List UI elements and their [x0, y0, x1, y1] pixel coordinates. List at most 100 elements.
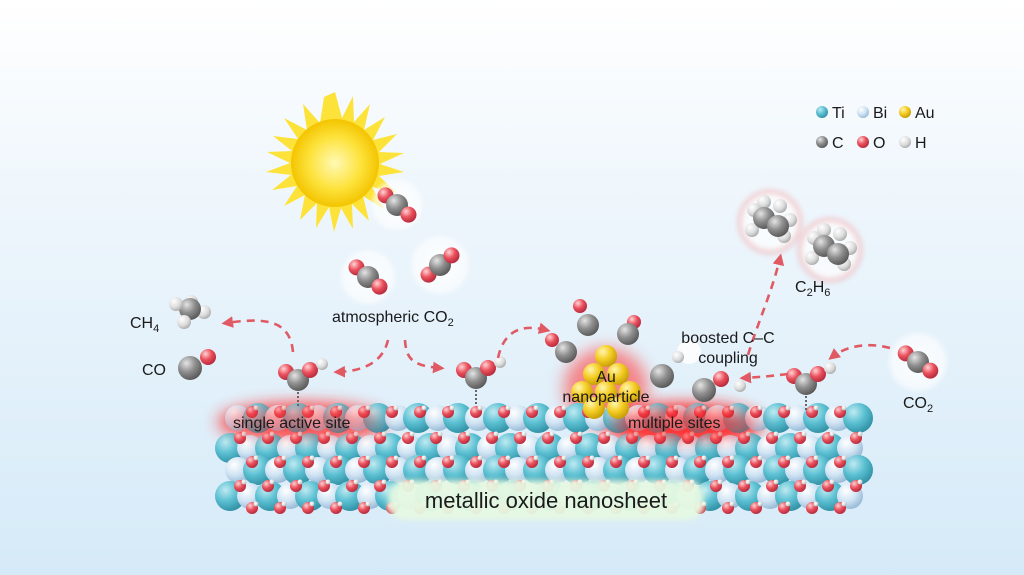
- legend-o-swatch: [857, 136, 869, 148]
- slab-highlight: [365, 405, 371, 411]
- slab-ti-atom: [335, 433, 365, 463]
- co-molecule: [178, 349, 216, 380]
- slab-ti-atom: [615, 433, 645, 463]
- co2-on-au-c: [577, 314, 599, 336]
- slab-highlight: [549, 431, 555, 437]
- arrow-to-au: [496, 322, 551, 359]
- co-c: [178, 356, 202, 380]
- slab-ti-atom: [363, 455, 393, 485]
- boosted-cc-label: boosted C–C: [681, 330, 774, 347]
- arrow-co2-to-single-site: [333, 339, 390, 378]
- au-atom: [595, 381, 617, 403]
- au-label: Au: [596, 369, 616, 386]
- co2-on-au-o1: [573, 299, 587, 313]
- slab-highlight: [353, 431, 359, 437]
- c2h6-molecule-2-h: [805, 251, 819, 265]
- slab-highlight: [297, 479, 303, 485]
- slab-highlight: [561, 455, 567, 461]
- slab-highlight: [337, 501, 343, 507]
- atmospheric-co2-label: atmospheric CO2: [332, 309, 454, 329]
- slab-highlight: [645, 405, 651, 411]
- co2-molecule-incoming: [897, 345, 939, 379]
- au-atom: [571, 381, 593, 403]
- sun-icon: [266, 92, 404, 232]
- arrow-co2-to-adsorbate: [403, 339, 445, 374]
- single-active-site-label: single active site: [233, 415, 350, 432]
- coupling-h: [672, 351, 684, 363]
- slab-highlight: [829, 479, 835, 485]
- c2h6-molecule-2-h: [833, 227, 847, 241]
- slab-highlight: [857, 479, 863, 485]
- slab-highlight: [813, 501, 819, 507]
- slab-highlight: [533, 405, 539, 411]
- arrow-to-products: [221, 316, 295, 353]
- co2-molecule-left-o2: [371, 278, 388, 295]
- slab-highlight: [813, 455, 819, 461]
- legend-ti-label: Ti: [832, 105, 845, 122]
- coupling-o: [713, 371, 729, 387]
- slab-highlight: [617, 455, 623, 461]
- au-atom: [619, 381, 641, 403]
- au-atom: [595, 345, 617, 367]
- c2h6-molecule-1-h: [757, 195, 771, 209]
- slab-highlight: [477, 455, 483, 461]
- slab-highlight: [505, 405, 511, 411]
- legend-au-label: Au: [915, 105, 935, 122]
- co2-on-au-c2: [555, 341, 577, 363]
- co2-molecule-top: [377, 187, 417, 223]
- adsorbed-cooh-single-o2: [302, 362, 318, 378]
- c2h6-molecule-1-c2: [767, 215, 789, 237]
- au-atom: [607, 363, 629, 385]
- nanosheet-label: metallic oxide nanosheet: [425, 488, 667, 513]
- coupling-intermediate: [650, 351, 746, 402]
- co2-on-au-c3: [617, 323, 639, 345]
- slab-highlight: [309, 455, 315, 461]
- slab-highlight: [729, 501, 735, 507]
- slab-highlight: [605, 431, 611, 437]
- slab-highlight: [381, 431, 387, 437]
- slab-highlight: [449, 455, 455, 461]
- co2-molecule-left: [348, 259, 388, 295]
- slab-highlight: [465, 431, 471, 437]
- co2-on-au-o2: [545, 333, 559, 347]
- slab-highlight: [421, 455, 427, 461]
- adsorbed-cooh-middle-o2: [480, 360, 496, 376]
- multiple-sites-label: multiple sites: [628, 415, 720, 432]
- slab-highlight: [449, 405, 455, 411]
- co2-on-au: [545, 299, 641, 363]
- arrow-co2-incoming: [828, 344, 891, 360]
- legend-o-label: O: [873, 135, 885, 152]
- c2h6-molecule-1: [738, 190, 802, 254]
- slab-ti-atom: [643, 455, 673, 485]
- slab-highlight: [477, 405, 483, 411]
- slab-ti-atom: [575, 433, 605, 463]
- slab-highlight: [393, 455, 399, 461]
- slab-highlight: [841, 405, 847, 411]
- slab-highlight: [745, 479, 751, 485]
- slab-highlight: [785, 455, 791, 461]
- c2h6-molecule-1-h: [745, 223, 759, 237]
- single-site-glow-overlay: [222, 408, 382, 436]
- coupling-c1: [650, 364, 674, 388]
- ch4-h4: [177, 315, 191, 329]
- molecules: [169, 187, 939, 419]
- slab-highlight: [337, 405, 343, 411]
- ch4-c: [179, 298, 201, 320]
- slab-highlight: [729, 455, 735, 461]
- legend-au-swatch: [899, 106, 911, 118]
- slab-highlight: [409, 431, 415, 437]
- slab-highlight: [505, 455, 511, 461]
- slab-highlight: [325, 479, 331, 485]
- slab-highlight: [493, 431, 499, 437]
- slab-highlight: [381, 479, 387, 485]
- slab-highlight: [757, 501, 763, 507]
- slab-highlight: [785, 405, 791, 411]
- adsorbed-cooh-right-h: [824, 362, 836, 374]
- co2-label: CO2: [903, 395, 933, 415]
- legend-bi-label: Bi: [873, 105, 887, 122]
- slab-highlight: [717, 479, 723, 485]
- legend: Ti Bi Au C O H: [816, 105, 935, 152]
- legend-h-swatch: [899, 136, 911, 148]
- co-o: [200, 349, 216, 365]
